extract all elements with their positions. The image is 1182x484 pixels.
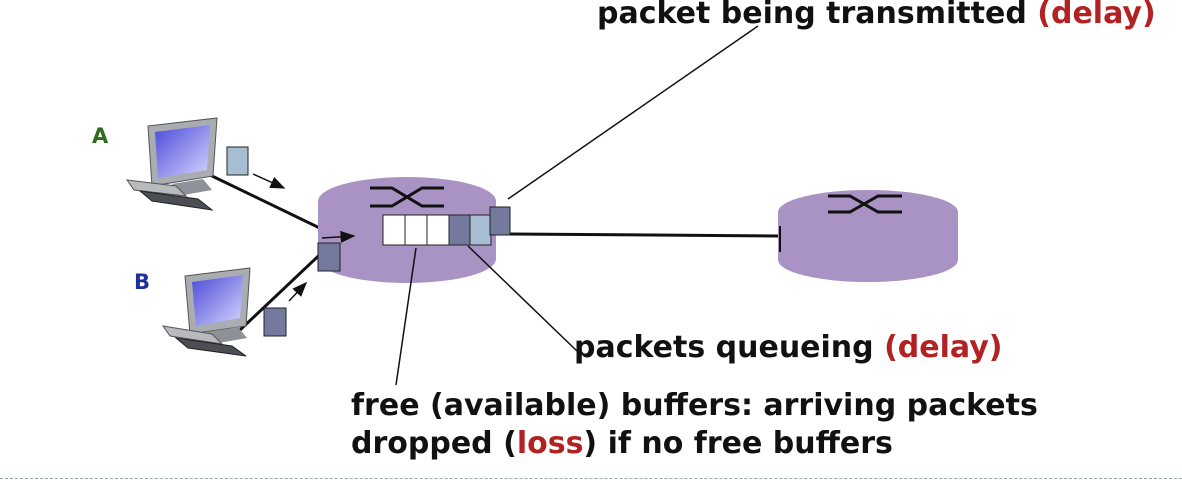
annotation-buffers-line1: free (available) buffers: arriving packe… xyxy=(351,388,1038,423)
buffer-queue xyxy=(382,214,492,246)
annotation-buffers-line2-pre: dropped ( xyxy=(351,426,517,461)
free-buffer xyxy=(404,214,428,246)
leader-buffers xyxy=(395,247,417,386)
link-b-router xyxy=(238,243,332,332)
annotation-transmitted-text: packet being transmitted xyxy=(597,0,1027,31)
annotation-queueing-highlight: (delay) xyxy=(884,330,1003,365)
router-2-icon xyxy=(778,190,958,282)
free-buffer xyxy=(382,214,406,246)
packet-icon xyxy=(263,307,287,337)
link-router-router xyxy=(509,232,781,238)
transmitting-packet-icon xyxy=(489,206,511,236)
annotation-buffers-line2: dropped (loss) if no free buffers xyxy=(351,426,893,461)
annotation-queueing: packets queueing (delay) xyxy=(574,330,1003,365)
arrow-icon xyxy=(252,173,286,189)
host-b-label: B xyxy=(134,270,151,294)
computer-a-icon xyxy=(125,117,218,211)
annotation-buffers-line2-post: ) if no free buffers xyxy=(583,426,893,461)
arrow-icon xyxy=(288,281,308,302)
annotation-buffers-highlight: loss xyxy=(516,426,584,461)
computer-b-icon xyxy=(161,267,251,357)
host-a-label: A xyxy=(92,124,109,148)
queued-packet xyxy=(469,214,492,246)
free-buffer xyxy=(426,214,450,246)
packet-icon xyxy=(226,146,249,176)
leader-queueing xyxy=(467,245,579,353)
queued-packet xyxy=(448,214,471,246)
annotation-transmitted: packet being transmitted (delay) xyxy=(597,0,1156,31)
link-a-router xyxy=(209,173,331,235)
divider-line xyxy=(0,478,1182,479)
annotation-transmitted-highlight: (delay) xyxy=(1037,0,1156,31)
packet-icon xyxy=(317,242,341,272)
arrow-icon xyxy=(321,230,356,243)
annotation-queueing-text: packets queueing xyxy=(574,330,874,365)
leader-transmitted xyxy=(507,25,759,200)
